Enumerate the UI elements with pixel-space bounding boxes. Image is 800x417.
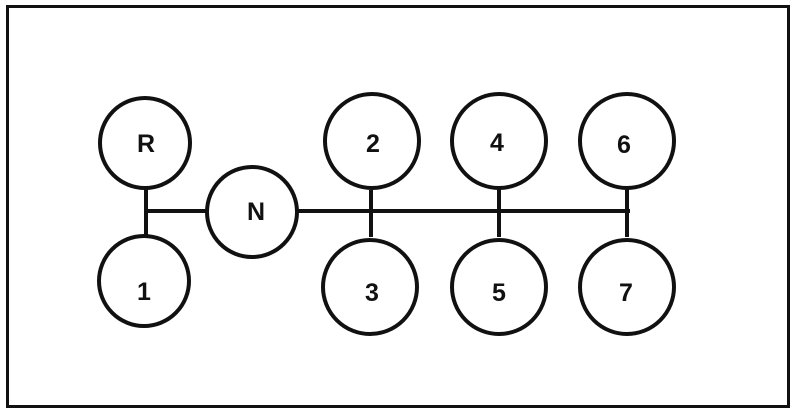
gear-label: 6 [617, 131, 631, 159]
gear-node-r: R [98, 96, 192, 190]
gear-label: 5 [492, 279, 506, 307]
gear-node-2: 2 [323, 92, 421, 190]
gear-node-3: 3 [321, 238, 419, 336]
gear-label: 2 [366, 130, 380, 158]
gear-node-7: 7 [578, 238, 676, 336]
gear-node-n: N [205, 165, 299, 259]
gear-node-4: 4 [450, 92, 548, 190]
gear-node-1: 1 [97, 234, 191, 328]
gear-label: N [247, 198, 265, 226]
gear-label: R [137, 130, 155, 158]
connectors [144, 186, 630, 238]
gear-label: 7 [619, 279, 633, 307]
gear-label: 3 [365, 279, 379, 307]
gear-node-5: 5 [450, 238, 548, 336]
gear-label: 1 [137, 278, 151, 306]
gear-label: 4 [490, 129, 504, 157]
gear-node-6: 6 [578, 92, 676, 190]
diagram-frame [6, 5, 790, 408]
